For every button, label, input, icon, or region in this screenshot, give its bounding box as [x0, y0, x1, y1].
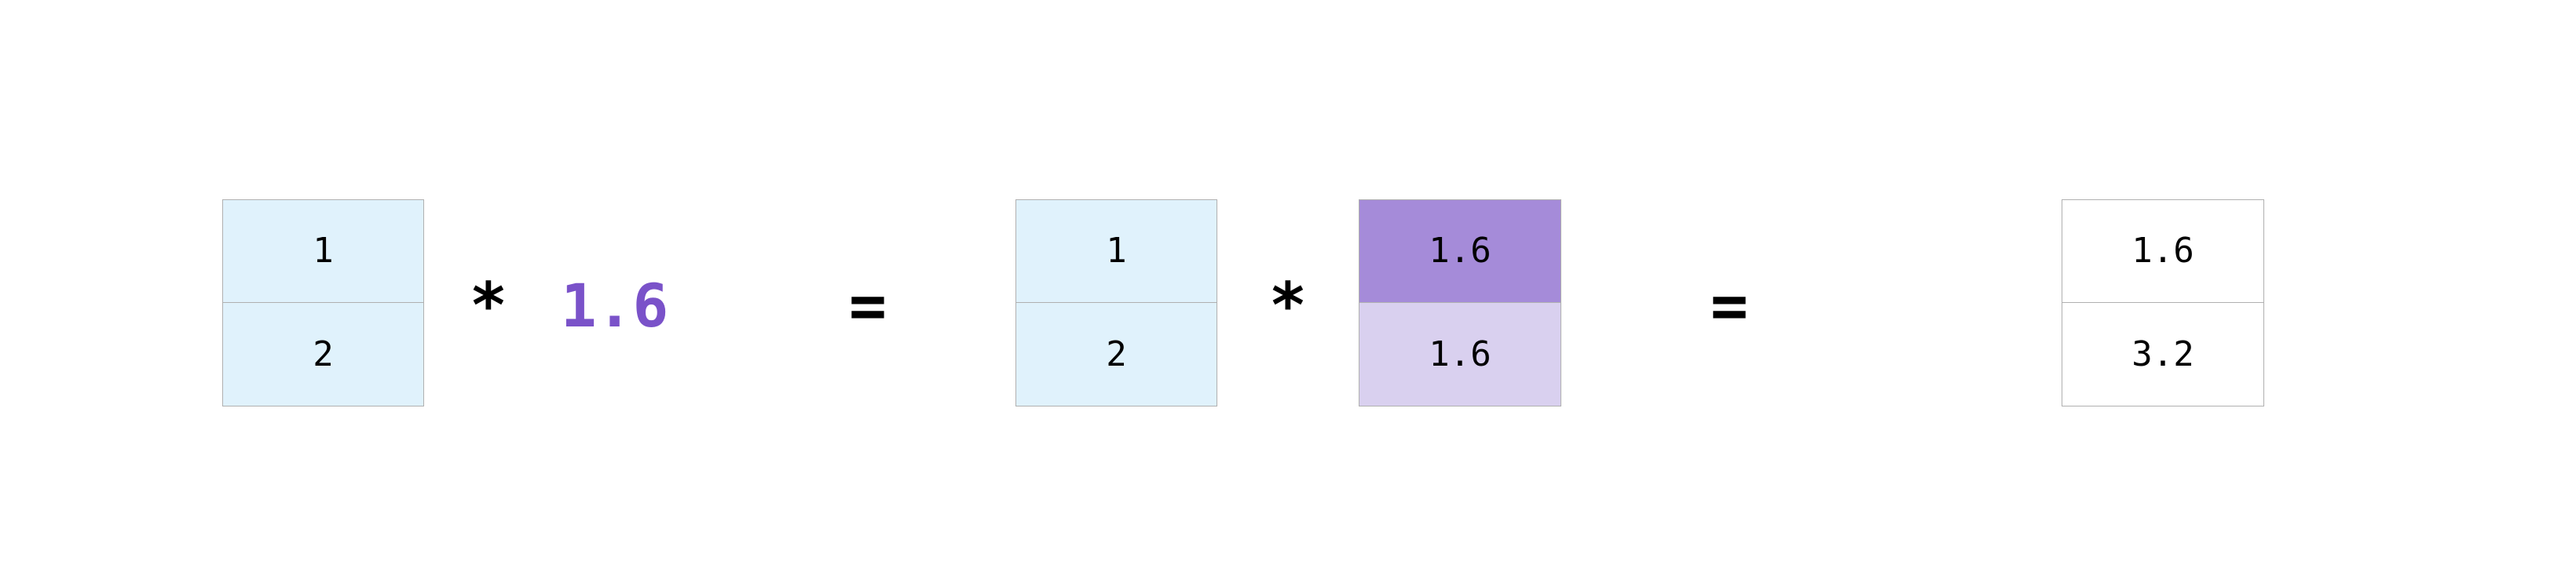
- broadcast-matrix: 1.6 1.6: [1359, 199, 1561, 406]
- result-cell-1: 3.2: [2062, 302, 2264, 406]
- scalar-multiplier-label: 1.6: [561, 271, 669, 341]
- operand-a-repeat-matrix: 1 2: [1015, 199, 1217, 406]
- operand-a-cell-1: 2: [222, 302, 424, 406]
- broadcast-cell-1: 1.6: [1359, 302, 1561, 406]
- operand-a-cell-0: 1: [222, 199, 424, 303]
- result-matrix: 1.6 3.2: [2062, 199, 2264, 406]
- equals-operator-1: =: [848, 269, 887, 342]
- operand-a-matrix: 1 2: [222, 199, 424, 406]
- broadcast-cell-0: 1.6: [1359, 199, 1561, 303]
- equals-operator-2: =: [1710, 269, 1749, 342]
- result-cell-0: 1.6: [2062, 199, 2264, 303]
- operand-a-repeat-cell-1: 2: [1015, 302, 1217, 406]
- operand-a-repeat-cell-0: 1: [1015, 199, 1217, 303]
- multiply-operator-1: *: [469, 269, 508, 342]
- multiply-operator-2: *: [1268, 269, 1308, 342]
